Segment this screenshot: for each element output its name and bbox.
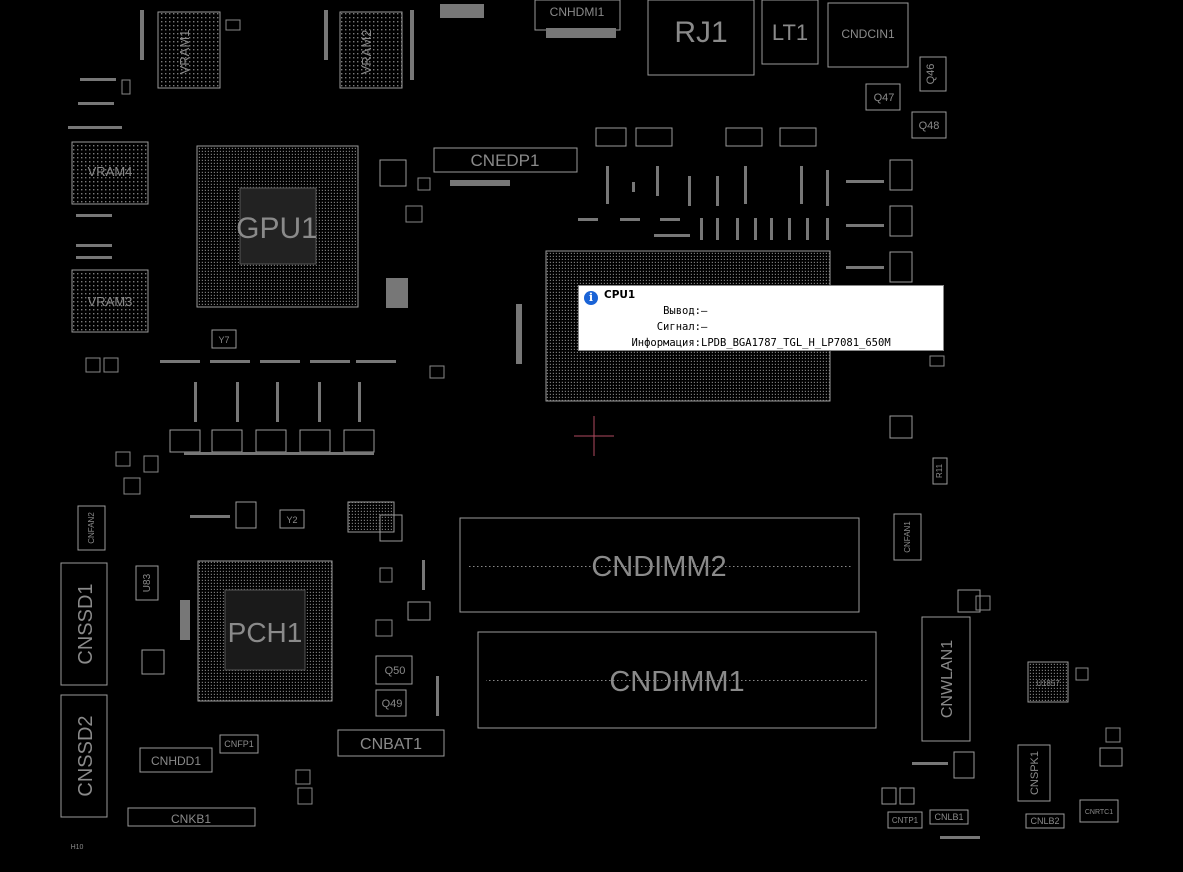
cndimm1-label: CNDIMM1 [609,666,744,698]
info-icon: i [584,291,598,305]
y7-label: Y7 [218,335,229,345]
gpu1-label: GPU1 [236,212,318,245]
tooltip-value-signal: — [701,321,708,333]
cnhdmi1-label: CNHDMI1 [550,5,605,19]
cnedp1-outline[interactable] [433,147,578,173]
cnfp1-label: CNFP1 [224,739,254,749]
cndimm2-label: CNDIMM2 [591,551,726,583]
cnrtc1-outline[interactable] [1079,799,1119,823]
vram3-label: VRAM3 [88,294,133,309]
vram3-outline[interactable] [71,269,149,333]
tooltip-value-info: LPDB_BGA1787_TGL_H_LP7081_650M [701,337,891,349]
cnfp1-outline[interactable] [219,734,259,754]
vram1-label: VRAM1 [177,30,192,75]
u1857-label: U1857 [1036,679,1060,688]
cnssd2-label: CNSSD2 [75,715,97,796]
cnlb1-label: CNLB1 [934,812,963,822]
tooltip-key-signal: Сигнал: [656,321,701,333]
lt1-label: LT1 [772,20,808,45]
r11-outline[interactable] [932,457,948,485]
tooltip-key-info: Информация: [631,337,701,349]
cnedp1-label: CNEDP1 [471,151,540,170]
cnfan1-label: CNFAN1 [903,521,912,553]
y2-label: Y2 [286,515,297,525]
q49-outline[interactable] [375,689,407,717]
cnkb1-label: CNKB1 [171,812,211,826]
tooltip-value-pin: — [701,305,708,317]
tooltip-key-pin: Вывод: [663,305,701,317]
vram2-outline[interactable] [339,11,403,89]
q49-label: Q49 [382,698,403,710]
cnssd1-outline[interactable] [60,562,108,686]
vram4-label: VRAM4 [88,164,133,179]
cnspk1-outline[interactable] [1017,744,1051,802]
cndimm1-outline[interactable] [477,631,877,729]
component-tooltip: i CPU1 Вывод: — Сигнал: — Информация: LP… [578,285,944,351]
lt1-outline[interactable] [761,0,819,65]
h10-label: H10 [71,844,84,851]
cnspk1-label: CNSPK1 [1029,751,1041,795]
u83-label: U83 [142,573,153,592]
cntp1-label: CNTP1 [892,816,919,825]
u83-outline[interactable] [135,565,159,601]
cnhdd1-label: CNHDD1 [151,754,201,768]
cnbat1-outline[interactable] [337,729,445,757]
q47-label: Q47 [874,92,895,104]
cndcin1-label: CNDCIN1 [841,27,895,41]
vram1-outline[interactable] [157,11,221,89]
crosshair-icon [574,416,614,456]
tooltip-title: CPU1 [604,289,636,301]
u1857-outline[interactable] [1027,661,1069,703]
q48-label: Q48 [919,120,940,132]
cntp1-outline[interactable] [887,811,923,829]
cnlb2-label: CNLB2 [1030,816,1059,826]
cnfan2-label: CNFAN2 [87,512,96,544]
cnrtc1-label: CNRTC1 [1085,809,1113,816]
cnwlan1-label: CNWLAN1 [939,640,956,718]
cnkb1-outline[interactable] [127,807,256,827]
cnhdd1-outline[interactable] [139,747,213,773]
vram4-outline[interactable] [71,141,149,205]
cnfan1-outline[interactable] [893,513,922,561]
q46-label: Q46 [925,64,937,85]
cnssd2-outline[interactable] [60,694,108,818]
cndcin1-outline[interactable] [827,2,909,68]
q50-outline[interactable] [375,655,413,685]
rj1-outline[interactable] [647,0,755,76]
cnwlan1-outline[interactable] [921,616,971,742]
pch1-label: PCH1 [228,617,303,648]
cnbat1-label: CNBAT1 [360,736,422,753]
q50-label: Q50 [385,665,406,677]
cnlb2-outline[interactable] [1025,813,1065,829]
cnssd1-label: CNSSD1 [75,583,97,664]
cndimm2-outline[interactable] [459,517,860,613]
cnfan2-outline[interactable] [77,505,106,551]
rj1-label: RJ1 [674,16,727,49]
vram2-label: VRAM2 [359,30,374,75]
cnlb1-outline[interactable] [929,809,969,825]
r11-label: R11 [935,463,944,478]
